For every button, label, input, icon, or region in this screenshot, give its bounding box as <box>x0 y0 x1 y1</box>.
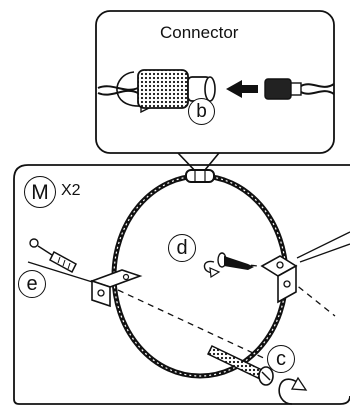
marker-m: M <box>24 176 56 208</box>
marker-d: d <box>168 234 196 262</box>
connector-nut <box>137 69 189 109</box>
rotate-arrow-icon <box>278 378 301 405</box>
marker-d-label: d <box>176 237 188 259</box>
connector-title: Connector <box>160 23 239 42</box>
marker-c: c <box>267 345 295 373</box>
marker-e-label: e <box>26 273 38 295</box>
main-panel <box>13 164 350 405</box>
marker-b-label: b <box>196 101 207 122</box>
screw-c <box>206 345 308 405</box>
rotate-arrow-icon <box>116 71 143 107</box>
quantity-label: X2 <box>61 182 81 199</box>
screw-e <box>29 238 77 274</box>
callout-frame <box>95 10 335 154</box>
marker-c-label: c <box>276 348 286 370</box>
right-bracket <box>260 255 298 304</box>
connector-plug <box>264 78 292 100</box>
marker-e: e <box>18 270 46 298</box>
panel-frame <box>13 164 350 405</box>
insert-arrow-icon <box>226 80 258 98</box>
loop-connector <box>185 169 215 183</box>
marker-m-label: M <box>31 180 49 204</box>
connector-callout <box>95 10 335 178</box>
left-bracket <box>89 269 143 308</box>
marker-b: b <box>188 98 215 125</box>
screw-d <box>203 252 254 279</box>
